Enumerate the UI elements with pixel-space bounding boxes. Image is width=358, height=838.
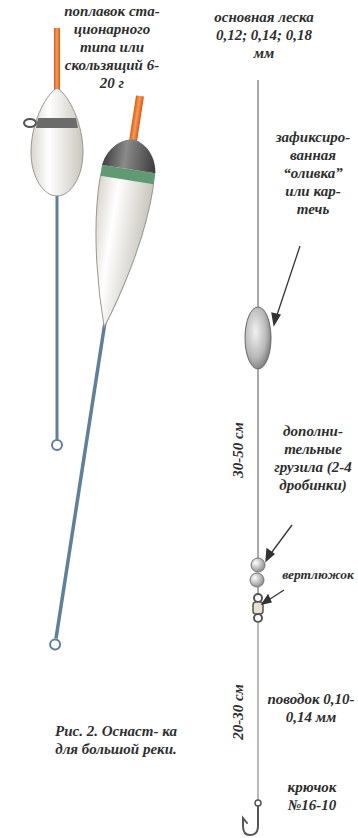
figure-caption: Рис. 2. Оснаст- ка для большой реки. xyxy=(52,722,180,758)
float-sliding xyxy=(28,92,167,654)
dimension: 20-30 см xyxy=(229,684,247,740)
dimension: 30-50 см xyxy=(229,422,247,478)
hook-label: крючок №16-10 xyxy=(272,778,352,814)
rig xyxy=(243,80,271,835)
olive-label: зафиксиро- ванная “оливка” или кар- течь xyxy=(272,128,354,218)
main-line-label: основная леска 0,12; 0,14; 0,18 мм xyxy=(208,8,320,62)
float-label: поплавок ста- ционарного типа или скольз… xyxy=(62,2,162,92)
swivel-label: вертлюжок xyxy=(280,566,356,584)
float-stationary xyxy=(24,28,83,450)
shot-label: дополни- тельные грузила (2-4 дробинки) xyxy=(272,422,354,494)
leader-label: поводок 0,10-0,14 мм xyxy=(266,690,356,726)
